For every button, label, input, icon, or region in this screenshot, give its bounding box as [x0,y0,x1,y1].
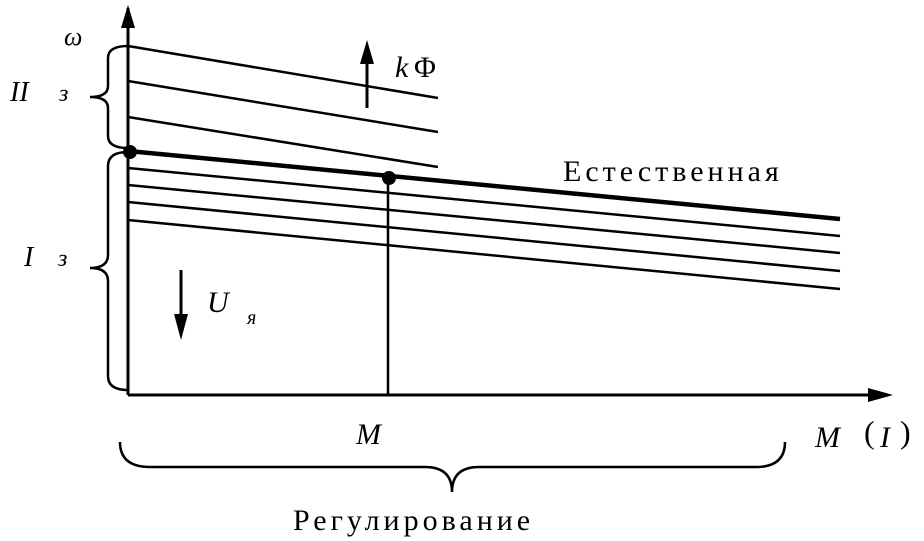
torque-point-label: M [355,418,383,451]
omega-label: ω [64,22,82,51]
voltage-line-3 [127,200,841,273]
zone-one-brace [89,150,129,392]
natural-characteristic-line [127,148,841,222]
flux-phi-label: Φ [414,51,436,84]
x-axis-i-label: I [879,421,892,454]
voltage-line-1 [127,166,841,238]
x-axis-open-paren: ( [864,414,875,450]
axes [121,5,893,402]
x-axis-m-label: M [814,421,842,454]
x-axis-close-paren: ) [900,414,911,450]
zone-one-lines [127,166,841,291]
zone-two-brace [89,44,129,150]
flux-line-1 [127,44,439,100]
operating-point-dot [382,171,396,185]
voltage-subscript: я [246,307,256,329]
regulation-label: Регулирование [293,504,534,537]
zone-two-subscript: з [58,81,68,107]
flux-line-2 [127,79,439,134]
voltage-line-4 [127,218,841,291]
zone-two-lines [127,44,439,169]
zone-one-subscript: з [57,246,67,272]
zone-one-label: I [23,242,35,273]
zone-two-label: II [9,77,30,108]
flux-arrow-up-icon [360,40,374,64]
y-axis-arrow-icon [121,5,135,28]
voltage-u-label: U [207,286,231,319]
flux-line-3 [127,115,439,169]
voltage-line-2 [127,183,841,255]
x-axis-arrow-icon [868,388,893,402]
voltage-arrow-down-icon [174,314,188,340]
natural-characteristic-label: Естественная [563,155,783,188]
regulation-brace [118,441,787,493]
flux-k-label: k [395,51,409,84]
